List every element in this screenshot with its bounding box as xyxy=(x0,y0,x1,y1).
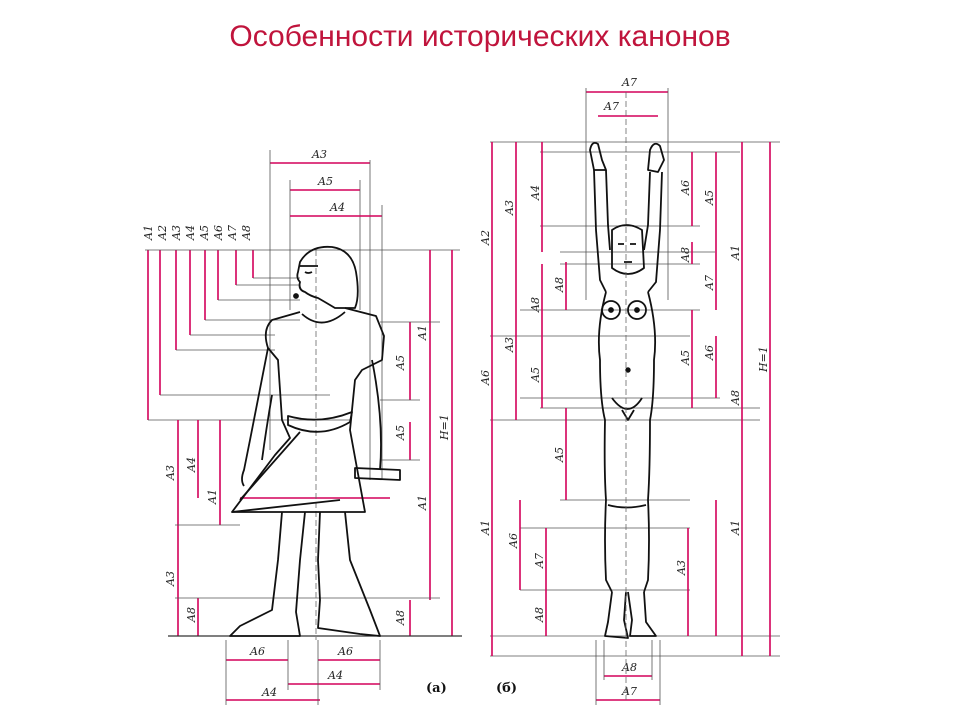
label-a6-left: A6 xyxy=(249,645,265,658)
label-b-a2: A2 xyxy=(479,230,492,246)
label-b-a5-low: A5 xyxy=(553,447,566,463)
top-label-a4: A4 xyxy=(184,225,197,241)
top-label-a3: A3 xyxy=(170,225,183,241)
figure-b-raised-arms-figure xyxy=(589,141,665,639)
label-b-a5: A5 xyxy=(703,190,716,206)
figure-b-right-dimensions: A6 A5 A1 A8 A7 A5 A6 A8 H=1 A3 A1 xyxy=(675,142,771,656)
figure-b-bottom-dimensions: A8 A7 xyxy=(595,640,661,705)
figure-b-left-dimensions: A2 A3 A4 A8 A8 A3 A6 A5 A5 A1 A6 A7 A8 xyxy=(479,142,567,656)
label-b-a7-mid: A7 xyxy=(703,275,716,291)
label-a5-r2: A5 xyxy=(394,425,407,441)
label-a5-r1: A5 xyxy=(394,355,407,371)
figure-a-egyptian-canon: A3 A5 A4 A1 A2 A3 A xyxy=(142,148,462,705)
label-b-a1: A1 xyxy=(729,245,742,261)
figure-a-left-lower-dimensions: A3 A4 A1 A3 A8 xyxy=(164,420,440,636)
slide-title: Особенности исторических канонов xyxy=(229,20,731,53)
figure-a-top-labels: A1 A2 A3 A4 A5 A6 A7 A8 xyxy=(142,225,253,241)
label-b-a1-right: A1 xyxy=(729,520,742,536)
top-label-a5: A5 xyxy=(198,225,211,241)
label-b-a8-r: A8 xyxy=(729,390,742,406)
figure-a-egyptian-man xyxy=(229,245,401,637)
label-b-a8-head: A8 xyxy=(679,247,692,263)
label-b-a6-r: A6 xyxy=(703,345,716,361)
caption-a: (а) xyxy=(426,681,447,696)
label-b-a3-low: A3 xyxy=(675,560,688,576)
label-b-a3-l2: A3 xyxy=(503,337,516,353)
label-b-a7-top1: A7 xyxy=(621,76,637,89)
label-a8-right: A8 xyxy=(394,610,407,626)
label-a3-low: A3 xyxy=(164,571,177,587)
top-label-a7: A7 xyxy=(226,225,239,241)
figure-b-top-dimensions: A7 A7 xyxy=(585,76,669,300)
top-label-a8: A8 xyxy=(240,225,253,241)
label-b-a7-low: A7 xyxy=(533,553,546,569)
label-a5: A5 xyxy=(317,175,333,188)
figure-a-staircase xyxy=(145,249,460,421)
label-a4-bot1: A4 xyxy=(327,669,343,682)
label-b-a7-bot: A7 xyxy=(621,685,637,698)
label-a3-left: A3 xyxy=(164,465,177,481)
caption-b: (б) xyxy=(496,681,517,696)
label-b-a5-l: A5 xyxy=(529,367,542,383)
label-a4: A4 xyxy=(329,201,345,214)
label-b-a6-low: A6 xyxy=(507,533,520,549)
figure-a-right-dimensions: A1 A5 A5 H=1 A1 A8 xyxy=(380,250,453,636)
label-b-a4: A4 xyxy=(529,185,542,201)
label-a4-bot2: A4 xyxy=(261,686,277,699)
label-a6-right: A6 xyxy=(337,645,353,658)
top-label-a1: A1 xyxy=(142,225,155,241)
label-a1-left: A1 xyxy=(206,489,219,505)
label-b-a8-l1: A8 xyxy=(553,277,566,293)
label-b-a5-r: A5 xyxy=(679,350,692,366)
label-b-a6-l: A6 xyxy=(479,370,492,386)
label-a4-left: A4 xyxy=(185,457,198,473)
label-a1-lower: A1 xyxy=(416,495,429,511)
figure-a-bottom-dimensions: A6 A6 A4 A4 xyxy=(168,635,462,705)
label-b-a1-low: A1 xyxy=(479,520,492,536)
label-b-a8-bot: A8 xyxy=(621,661,637,674)
label-a8-left: A8 xyxy=(185,607,198,623)
top-label-a6: A6 xyxy=(212,225,225,241)
label-b-a8-l2: A8 xyxy=(529,297,542,313)
label-a3: A3 xyxy=(311,148,327,161)
label-b-a7-top2: A7 xyxy=(603,100,619,113)
figure-b-upright-canon: A7 A7 xyxy=(479,76,780,705)
label-h: H=1 xyxy=(438,414,451,441)
label-b-a6: A6 xyxy=(679,180,692,196)
label-b-h: H=1 xyxy=(757,346,770,373)
label-b-a8-low: A8 xyxy=(533,607,546,623)
label-a1-right: A1 xyxy=(416,325,429,341)
top-label-a2: A2 xyxy=(156,225,169,241)
label-b-a3: A3 xyxy=(503,200,516,216)
